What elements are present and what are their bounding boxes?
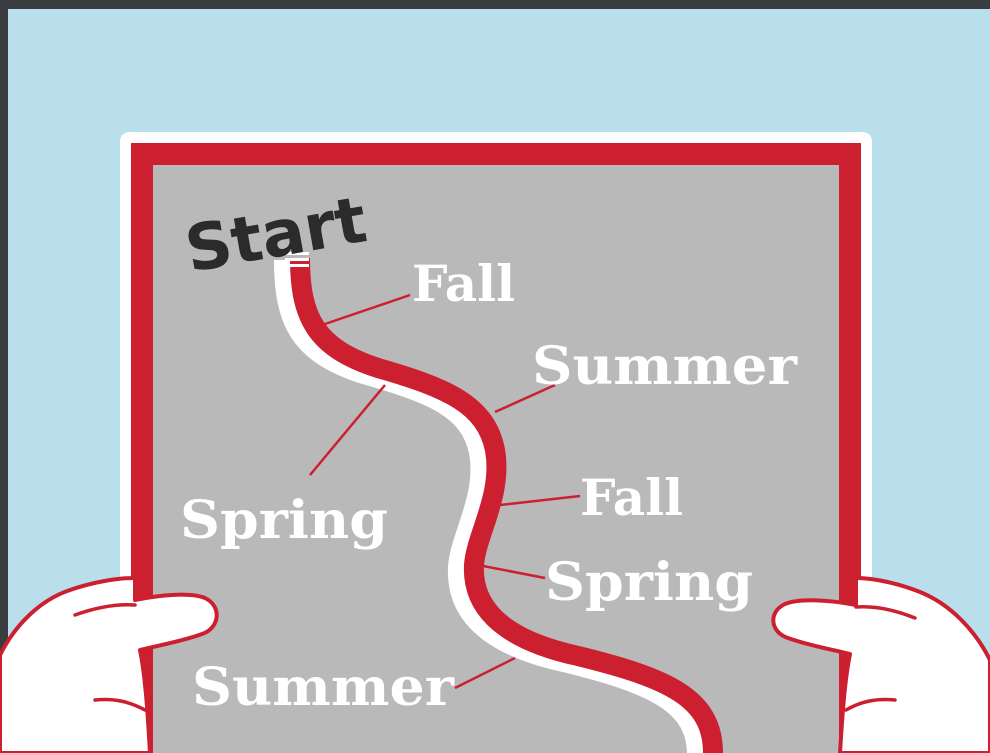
- right-hand-icon: [771, 576, 990, 753]
- leader-fall-1: [321, 293, 411, 327]
- right-hand-knuckle-line: [844, 697, 897, 712]
- label-summer-1: Summer: [532, 336, 798, 397]
- label-summer-2: Summer: [192, 657, 455, 718]
- label-fall-2: Fall: [580, 468, 683, 527]
- label-spring-1: Spring: [180, 490, 388, 551]
- right-hand-finger-line: [854, 605, 917, 620]
- left-hand-knuckle-line: [93, 697, 147, 712]
- road-body: [290, 257, 723, 753]
- left-hand-finger-line: [73, 603, 137, 617]
- label-spring-2: Spring: [545, 552, 753, 613]
- leader-lines: [309, 293, 581, 690]
- leader-fall-2: [499, 494, 581, 507]
- road-start-stripes: [285, 252, 309, 267]
- leader-spring-2: [477, 563, 546, 580]
- leader-summer-2: [454, 656, 516, 690]
- left-hand-icon: [0, 576, 219, 753]
- leader-summer-1: [494, 383, 556, 414]
- leader-spring-1: [309, 384, 386, 476]
- left-hand-palm: [0, 576, 219, 753]
- label-fall-1: Fall: [412, 254, 515, 313]
- winding-road-icon: [274, 252, 723, 753]
- right-hand-palm: [771, 576, 990, 753]
